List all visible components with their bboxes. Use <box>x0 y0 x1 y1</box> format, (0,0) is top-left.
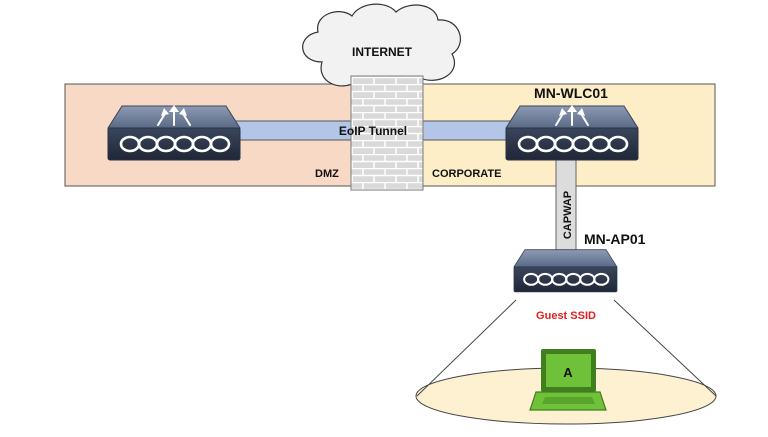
laptop-icon <box>529 349 607 411</box>
corporate-label: CORPORATE <box>432 168 501 180</box>
capwap-label: CAPWAP <box>562 191 574 239</box>
ap-name-label: MN-AP01 <box>584 231 646 247</box>
access-point-icon <box>513 249 618 293</box>
dmz-label: DMZ <box>315 168 339 180</box>
guest-ssid-label: Guest SSID <box>536 310 596 322</box>
firewall-icon <box>350 75 424 191</box>
internet-label: INTERNET <box>352 45 413 59</box>
client-letter-label: A <box>563 365 573 380</box>
wireless-lan-controller-icon <box>504 103 640 162</box>
eoip-tunnel-label: EoIP Tunnel <box>339 124 407 138</box>
anchor-controller-icon <box>106 103 242 162</box>
controller-name-label: MN-WLC01 <box>534 85 608 101</box>
